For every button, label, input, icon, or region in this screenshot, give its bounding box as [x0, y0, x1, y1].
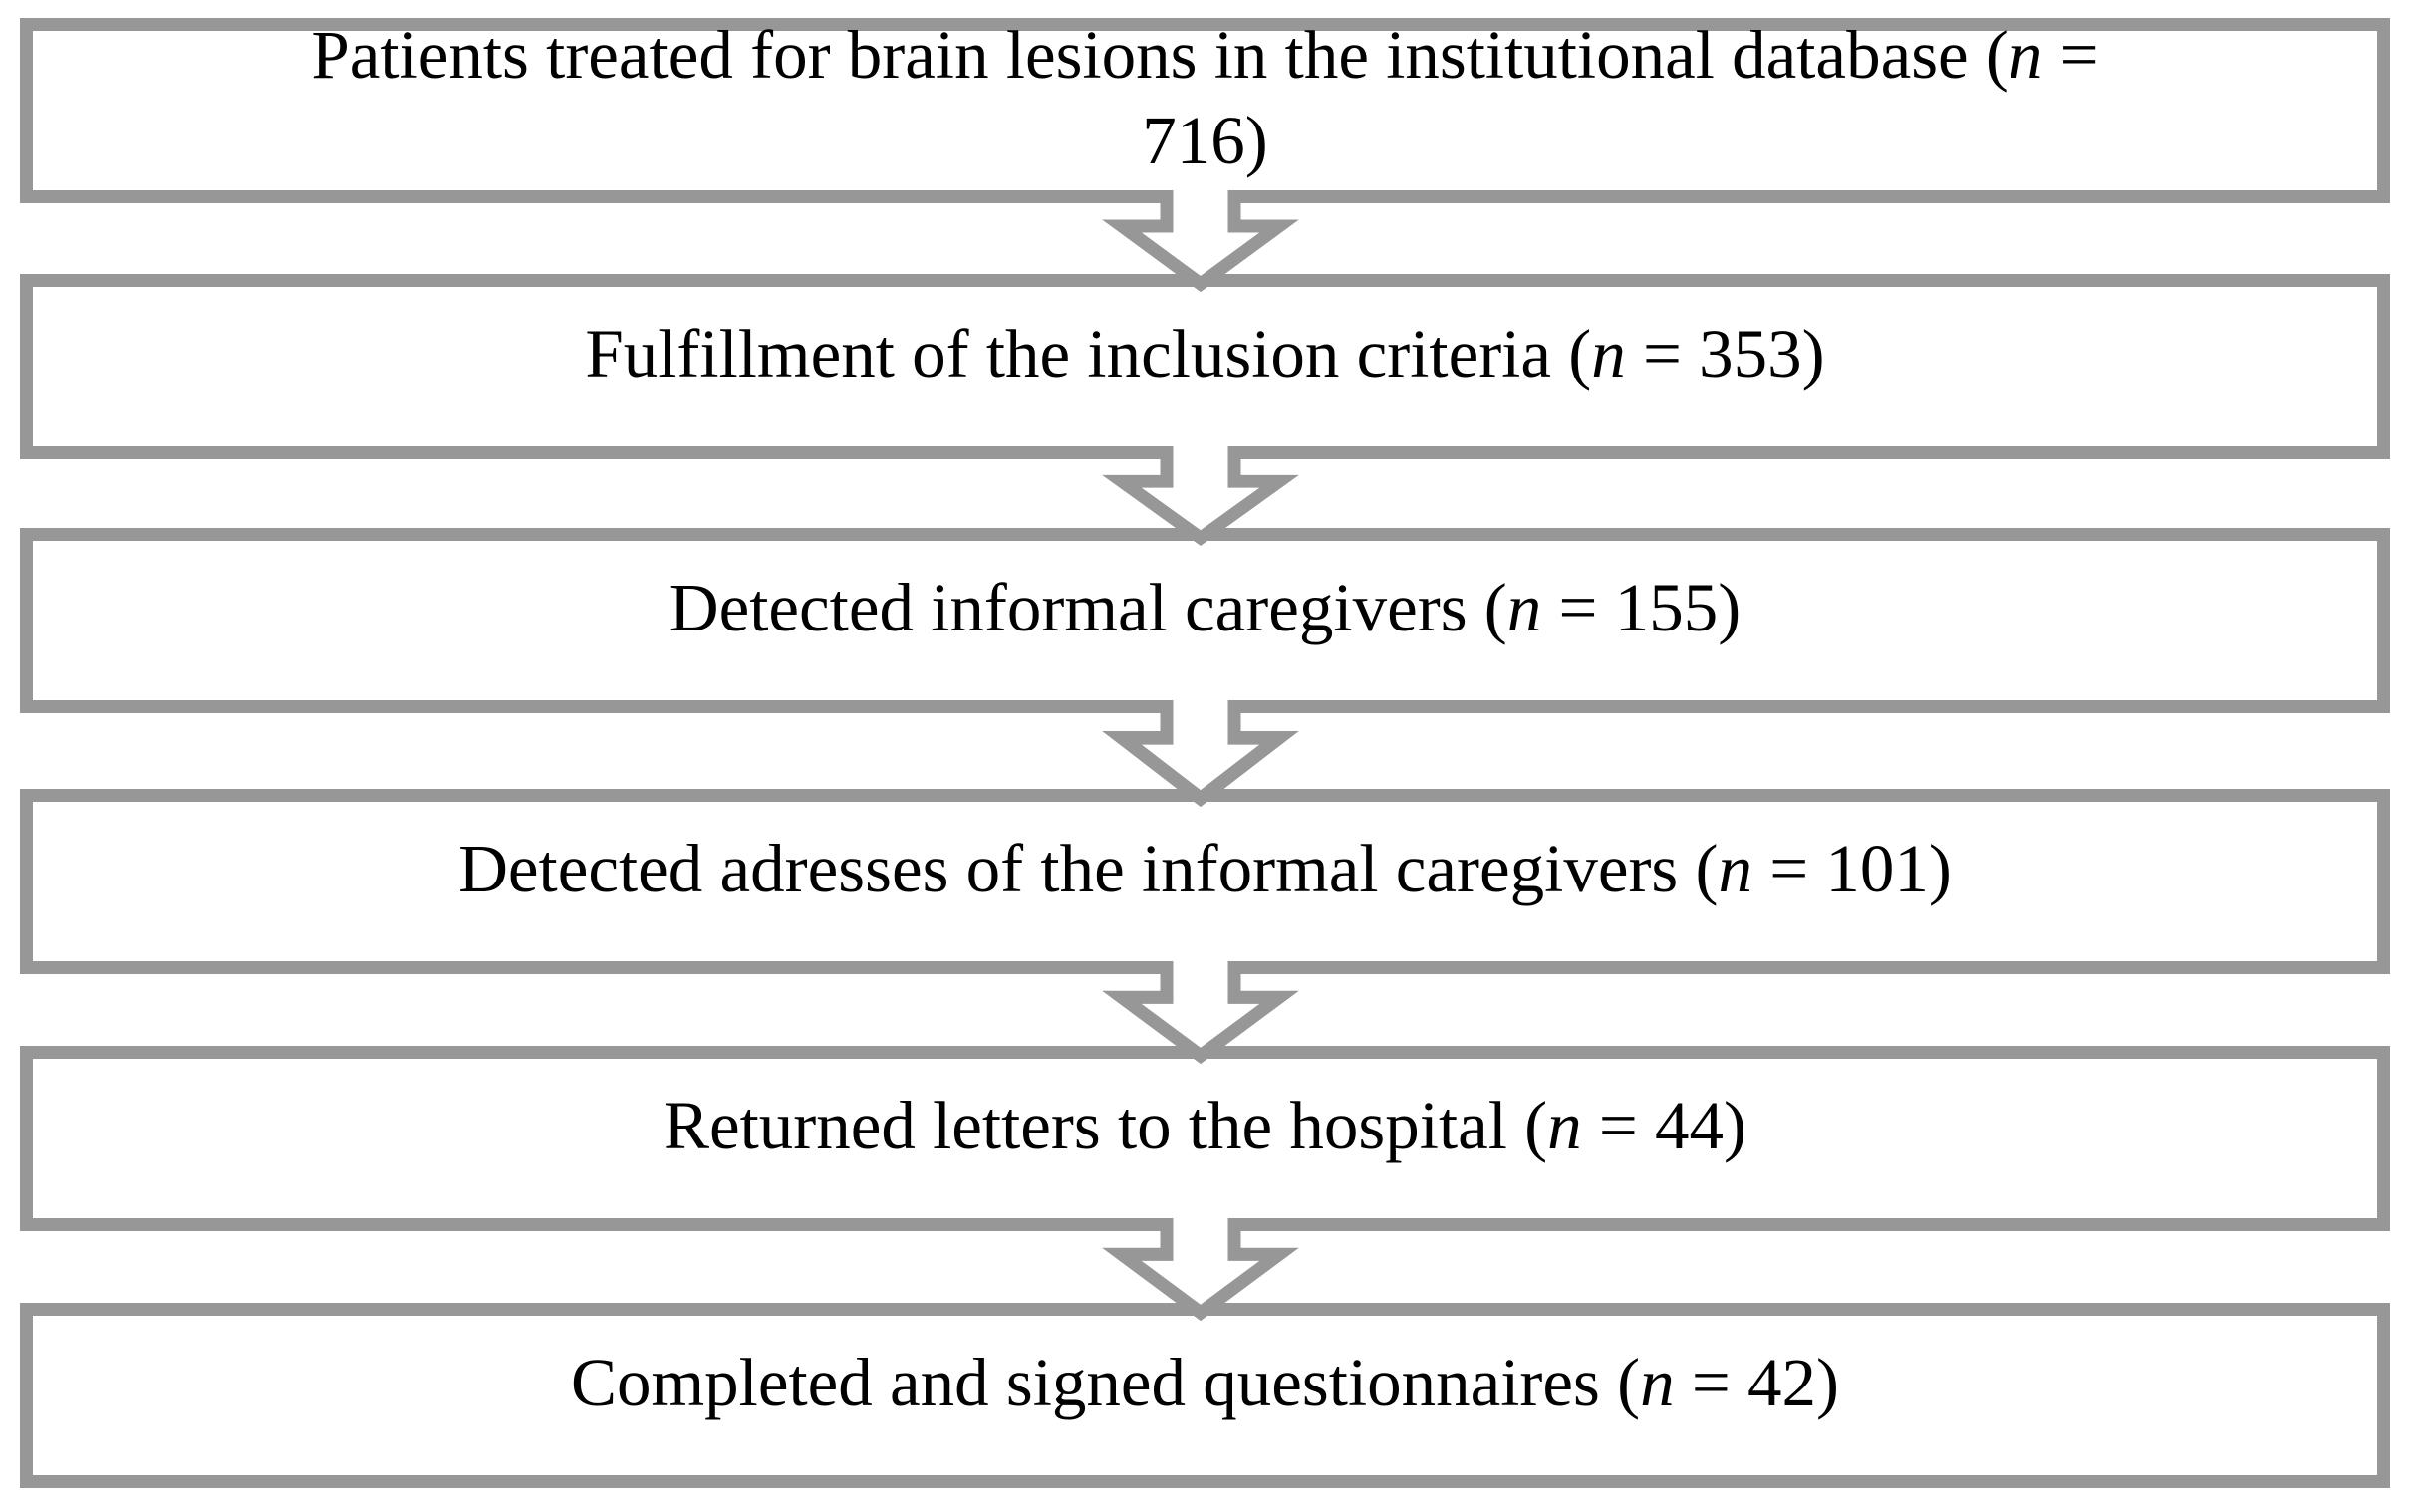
italic-n: n	[2008, 17, 2043, 93]
flow-step-6-label: Completed and signed questionnaires (n =…	[570, 1345, 1839, 1420]
flow-step-3-label: Detected informal caregivers (n = 155)	[669, 570, 1742, 645]
flow-step-1: Patients treated for brain lesions in th…	[20, 17, 2390, 203]
block-down-arrow-icon	[1102, 700, 1299, 808]
flow-step-3: Detected informal caregivers (n = 155)	[20, 528, 2390, 713]
block-down-arrow-icon	[1102, 961, 1299, 1065]
flow-step-2-label: Fulfillment of the inclusion criteria (n…	[585, 316, 1825, 391]
block-down-arrow-icon	[1102, 1218, 1299, 1322]
flow-step-5-label: Returned letters to the hospital (n = 44…	[663, 1088, 1747, 1163]
flow-step-1-label: Patients treated for brain lesions in th…	[311, 12, 2098, 183]
italic-n: n	[1506, 570, 1542, 645]
flow-step-6: Completed and signed questionnaires (n =…	[20, 1303, 2390, 1488]
flow-step-5: Returned letters to the hospital (n = 44…	[20, 1046, 2390, 1231]
block-down-arrow-icon	[1102, 446, 1299, 547]
block-down-arrow-icon	[1102, 190, 1299, 293]
flow-step-1-label-line2: 716)	[1142, 103, 1268, 178]
italic-n: n	[1591, 316, 1626, 391]
flow-step-2: Fulfillment of the inclusion criteria (n…	[20, 274, 2390, 459]
italic-n: n	[1718, 831, 1753, 906]
flow-step-4: Detected adresses of the informal caregi…	[20, 789, 2390, 974]
italic-n: n	[1640, 1345, 1675, 1420]
flow-step-4-label: Detected adresses of the informal caregi…	[458, 831, 1952, 906]
italic-n: n	[1547, 1088, 1582, 1163]
